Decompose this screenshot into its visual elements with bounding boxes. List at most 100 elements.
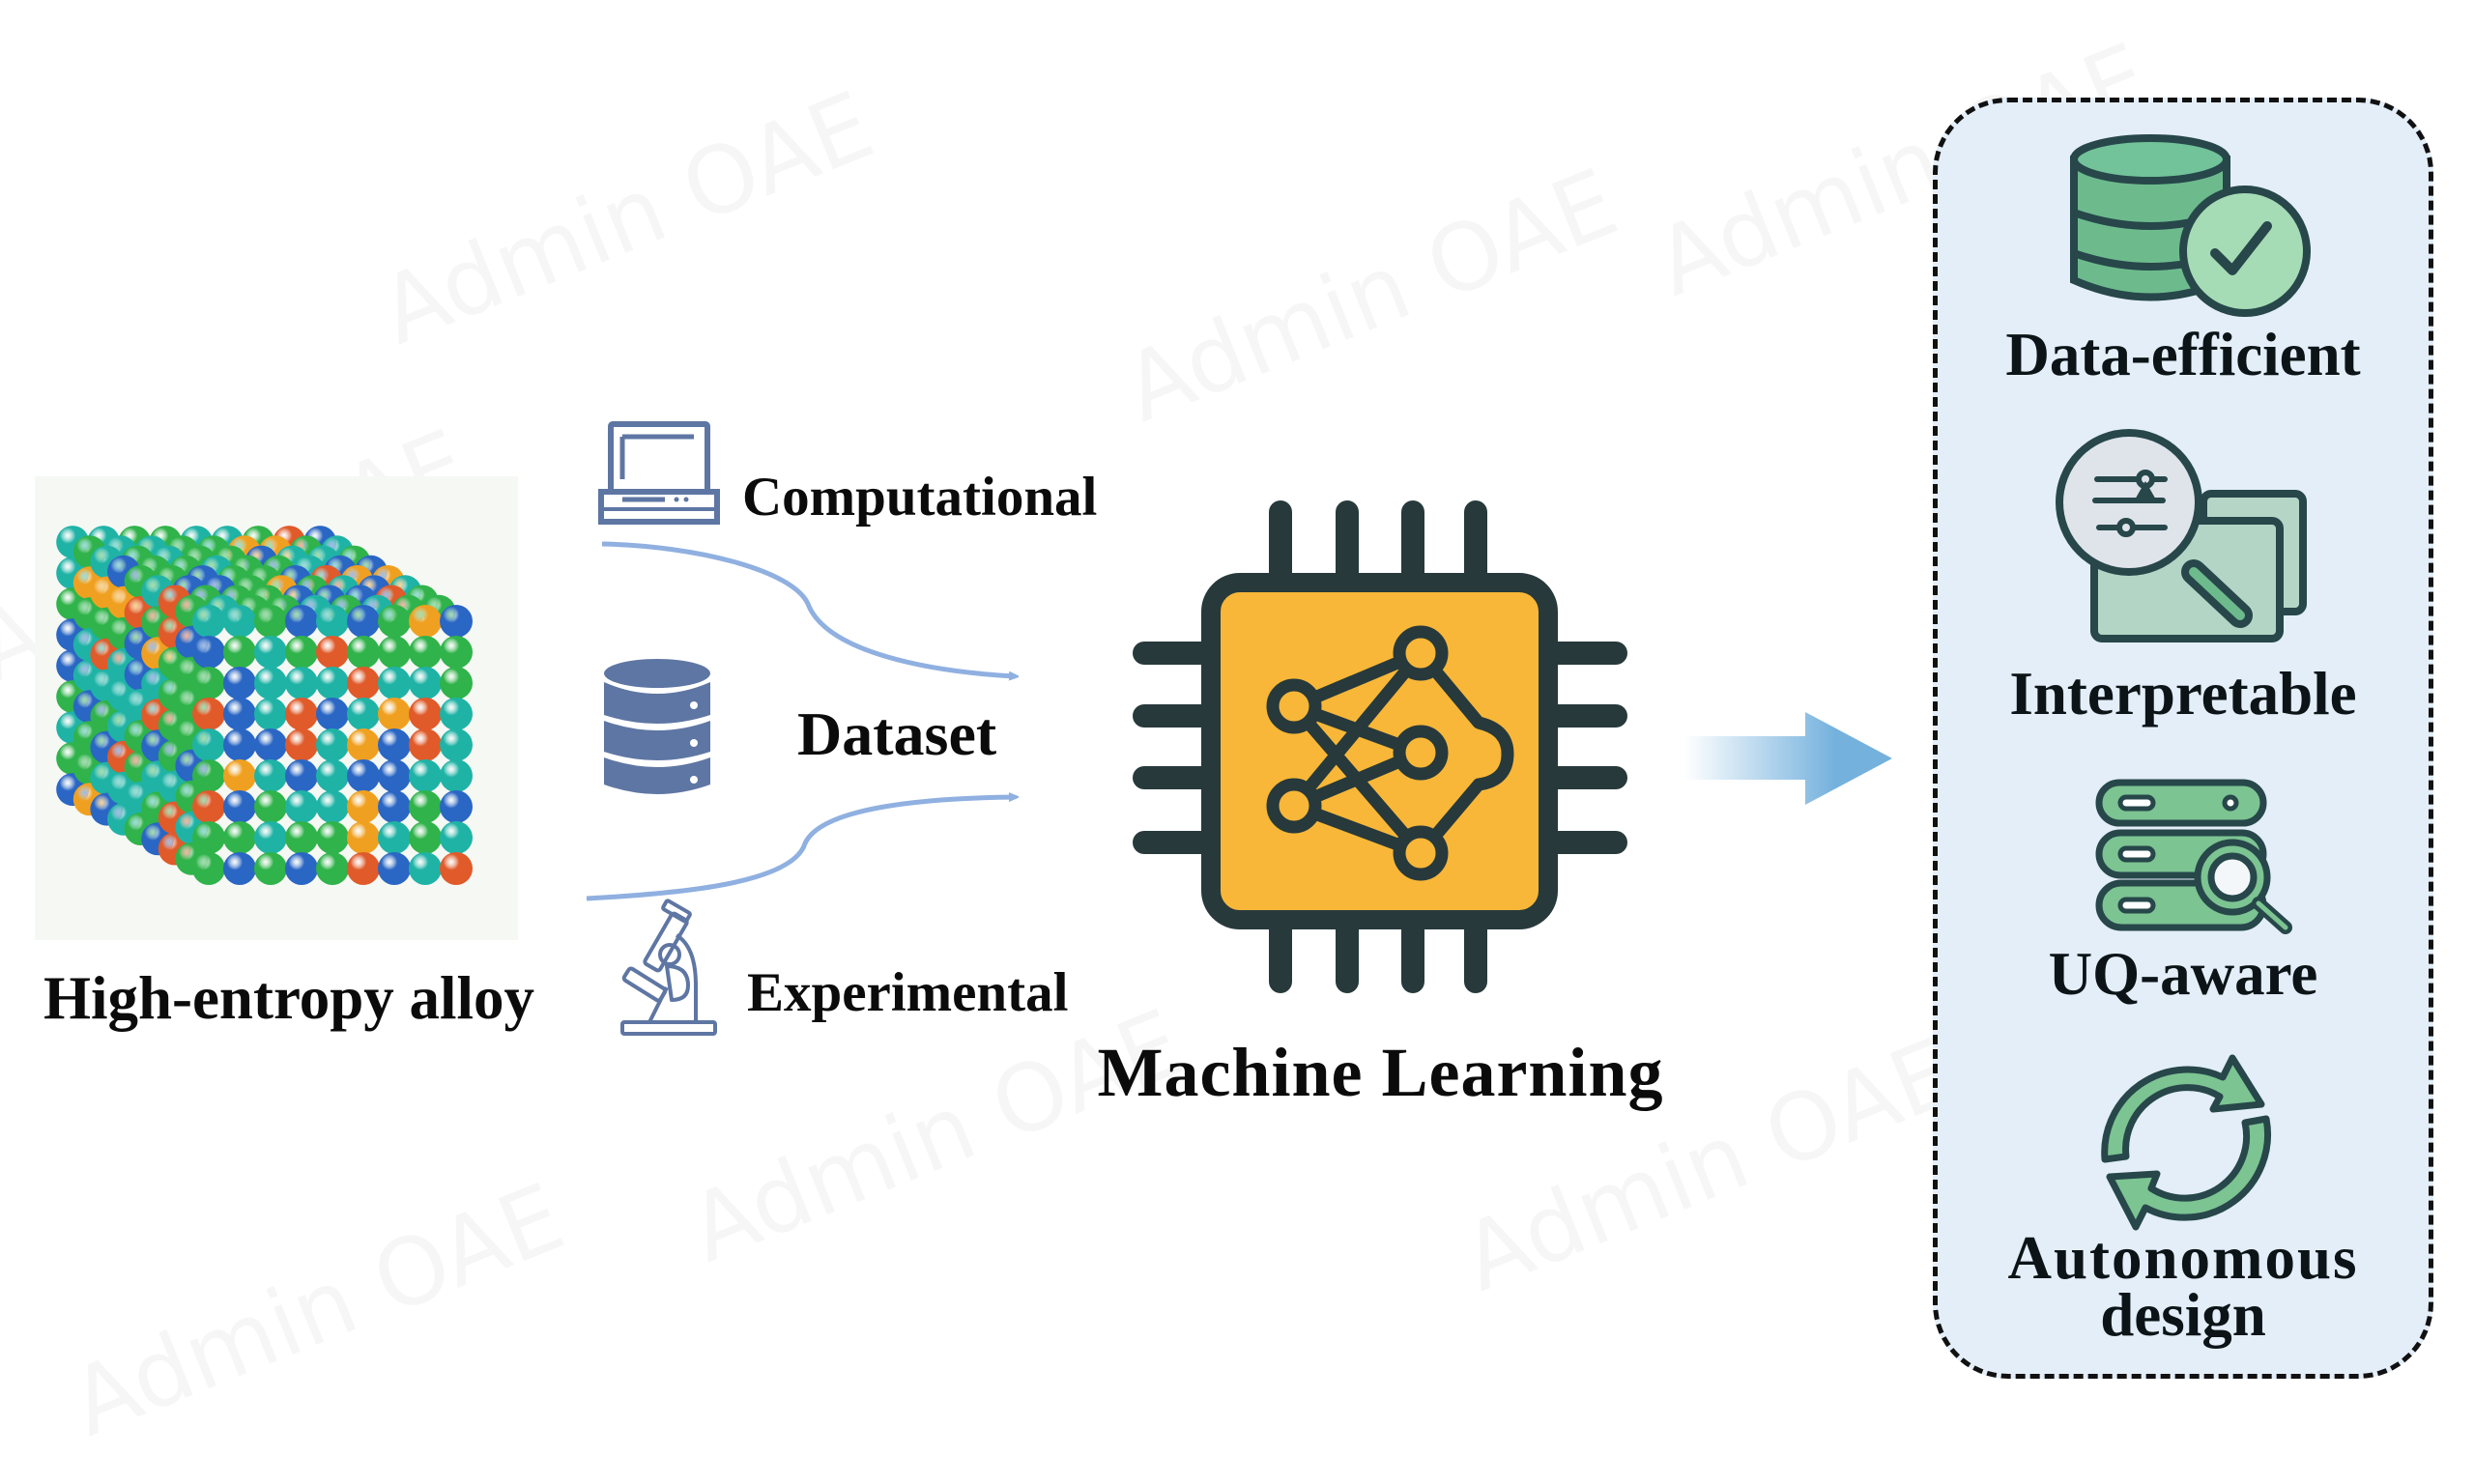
computational-label: Computational bbox=[742, 467, 1098, 528]
alloy-cube-spheres bbox=[56, 526, 473, 885]
alloy-atom bbox=[192, 667, 225, 699]
alloy-atom bbox=[378, 852, 411, 885]
alloy-atom bbox=[192, 852, 225, 885]
alloy-atom bbox=[223, 852, 256, 885]
alloy-atom bbox=[378, 698, 411, 730]
dataset-label: Dataset bbox=[797, 699, 997, 768]
flow-arrow-experimental bbox=[586, 797, 1015, 901]
alloy-atom bbox=[254, 821, 287, 854]
alloy-atom bbox=[409, 728, 442, 761]
watermark: Admin OAE bbox=[1110, 149, 1632, 443]
alloy-atom bbox=[192, 759, 225, 792]
alloy-atom bbox=[285, 605, 318, 638]
alloy-atom bbox=[285, 790, 318, 823]
alloy-atom bbox=[223, 821, 256, 854]
alloy-atom bbox=[285, 698, 318, 730]
alloy-atom bbox=[192, 698, 225, 730]
cycle-arrows-icon bbox=[2101, 1054, 2272, 1231]
alloy-atom bbox=[192, 728, 225, 761]
alloy-atom bbox=[223, 636, 256, 669]
alloy-atom bbox=[192, 821, 225, 854]
alloy-atom bbox=[316, 667, 349, 699]
alloy-atom bbox=[223, 667, 256, 699]
alloy-atom bbox=[378, 790, 411, 823]
alloy-atom bbox=[347, 759, 380, 792]
properties-icons bbox=[2056, 134, 2311, 1231]
alloy-atom bbox=[285, 728, 318, 761]
alloy-atom bbox=[285, 636, 318, 669]
alloy-atom bbox=[347, 821, 380, 854]
alloy-atom bbox=[285, 759, 318, 792]
alloy-atom bbox=[192, 790, 225, 823]
experimental-label: Experimental bbox=[747, 962, 1069, 1023]
alloy-atom bbox=[285, 852, 318, 885]
alloy-atom bbox=[440, 698, 473, 730]
alloy-atom bbox=[347, 667, 380, 699]
alloy-atom bbox=[254, 698, 287, 730]
alloy-atom bbox=[440, 728, 473, 761]
property-label-autonomous: Autonomous bbox=[2007, 1224, 2359, 1292]
property-label-uq-aware: UQ-aware bbox=[2048, 940, 2318, 1008]
alloy-atom bbox=[409, 698, 442, 730]
alloy-atom bbox=[316, 759, 349, 792]
alloy-atom bbox=[316, 728, 349, 761]
server-search-icon bbox=[2095, 779, 2292, 934]
alloy-atom bbox=[316, 636, 349, 669]
chip-body bbox=[1201, 573, 1558, 929]
alloy-atom bbox=[409, 759, 442, 792]
alloy-atom bbox=[223, 759, 256, 792]
alloy-atom bbox=[254, 790, 287, 823]
alloy-atom bbox=[347, 852, 380, 885]
alloy-atom bbox=[192, 636, 225, 669]
alloy-atom bbox=[378, 759, 411, 792]
alloy-atom bbox=[440, 605, 473, 638]
chip-pins bbox=[1133, 500, 1627, 993]
alloy-label: High-entropy alloy bbox=[43, 964, 535, 1032]
alloy-atom bbox=[347, 790, 380, 823]
alloy-cube-image bbox=[35, 476, 518, 940]
alloy-atom bbox=[254, 728, 287, 761]
alloy-atom bbox=[316, 821, 349, 854]
alloy-atom bbox=[378, 605, 411, 638]
alloy-atom bbox=[316, 698, 349, 730]
alloy-atom bbox=[316, 852, 349, 885]
alloy-atom bbox=[254, 759, 287, 792]
alloy-atom bbox=[409, 852, 442, 885]
alloy-atom bbox=[409, 821, 442, 854]
neural-network-icon bbox=[1288, 647, 1514, 860]
alloy-atom bbox=[285, 667, 318, 699]
alloy-atom bbox=[378, 728, 411, 761]
alloy-atom bbox=[254, 852, 287, 885]
sources-graphic bbox=[586, 421, 1082, 1036]
alloy-atom bbox=[378, 821, 411, 854]
alloy-atom bbox=[223, 790, 256, 823]
microscope-icon bbox=[620, 899, 717, 1036]
alloy-atom bbox=[440, 667, 473, 699]
database-check-icon bbox=[2070, 134, 2311, 317]
alloy-atom bbox=[347, 728, 380, 761]
alloy-atom bbox=[223, 698, 256, 730]
alloy-atom bbox=[409, 790, 442, 823]
alloy-atom bbox=[192, 605, 225, 638]
watermark: Admin OAE bbox=[366, 71, 888, 366]
ai-chip-icon bbox=[1133, 500, 1627, 993]
alloy-atom bbox=[316, 605, 349, 638]
alloy-atom bbox=[347, 636, 380, 669]
alloy-atom bbox=[347, 698, 380, 730]
alloy-atom bbox=[409, 667, 442, 699]
alloy-atom bbox=[223, 728, 256, 761]
alloy-atom bbox=[440, 759, 473, 792]
alloy-atom bbox=[440, 636, 473, 669]
alloy-atom bbox=[440, 852, 473, 885]
database-icon bbox=[604, 659, 710, 794]
alloy-atom bbox=[409, 636, 442, 669]
magnifier-sliders-icon bbox=[2056, 429, 2307, 642]
machine-learning-label: Machine Learning bbox=[1097, 1034, 1664, 1111]
watermark: Admin OAE bbox=[57, 1163, 579, 1458]
alloy-atom bbox=[285, 821, 318, 854]
flow-arrow-computational bbox=[601, 541, 1015, 676]
alloy-atom bbox=[254, 636, 287, 669]
properties-panel bbox=[1933, 98, 2433, 1379]
alloy-atom bbox=[223, 605, 256, 638]
alloy-atom bbox=[254, 667, 287, 699]
